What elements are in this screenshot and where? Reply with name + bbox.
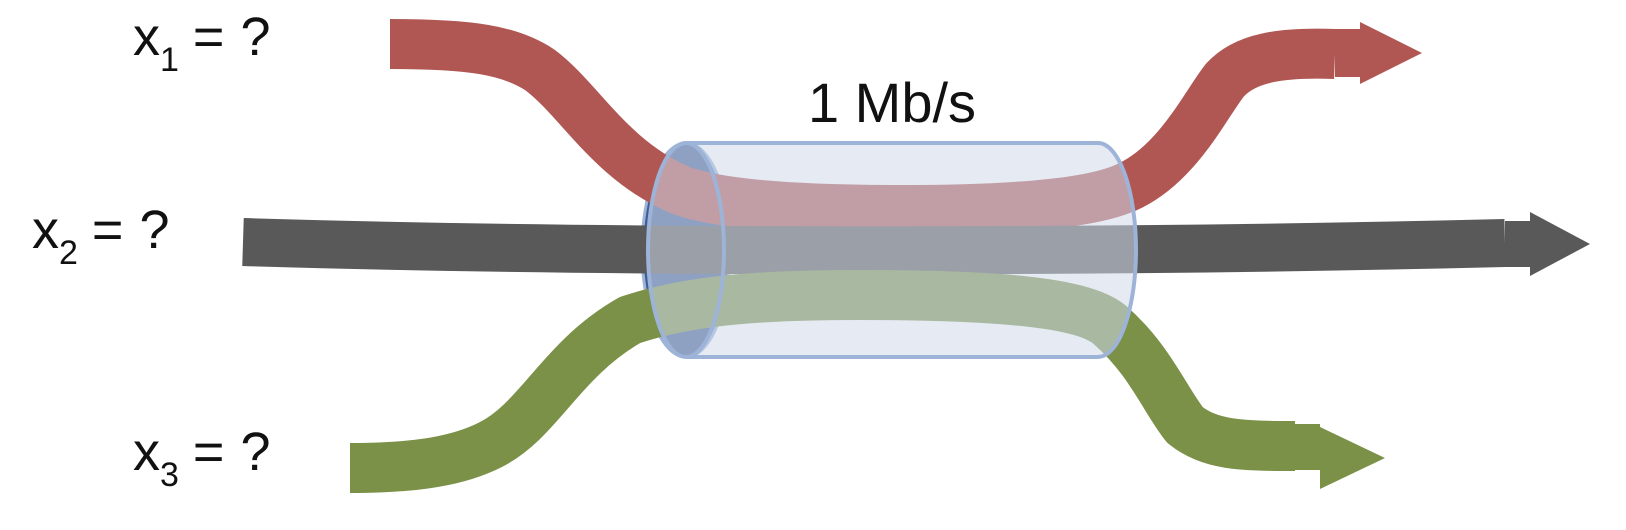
flow-x1-value: ? xyxy=(240,7,270,67)
flow-x1-label: x1 =? xyxy=(133,7,271,79)
link-capacity-label: 1 Mb/s xyxy=(808,71,976,134)
svg-text:x2=?: x2 =? xyxy=(32,200,170,272)
flow-x3-value: ? xyxy=(240,422,270,482)
flow-x3-equals: = xyxy=(193,422,225,482)
flow-x2-equals: = xyxy=(92,200,124,260)
flow-x1-arrowhead xyxy=(1335,22,1422,84)
flow-x1-subscript: 1 xyxy=(160,41,179,79)
flow-x1-equals: = xyxy=(193,7,225,67)
flow-x2-subscript: 2 xyxy=(59,234,78,272)
flow-x3-subscript: 3 xyxy=(160,456,179,494)
flow-x2-variable: x xyxy=(32,200,59,260)
flow-x3-arrowhead xyxy=(1295,424,1385,489)
flow-x3-label: x3 =? xyxy=(133,422,271,494)
flow-x1-variable: x xyxy=(133,7,160,67)
flow-x2-value: ? xyxy=(139,200,169,260)
svg-text:x1=?: x1 =? xyxy=(133,7,271,79)
flow-x3-variable: x xyxy=(133,422,160,482)
link-pipe-near-rim xyxy=(685,141,726,359)
flow-x2-label: x2 =? xyxy=(32,200,170,272)
link-pipe-body xyxy=(646,141,1138,359)
flow-x2-arrowhead xyxy=(1505,212,1590,276)
svg-text:x3=?: x3 =? xyxy=(133,422,271,494)
